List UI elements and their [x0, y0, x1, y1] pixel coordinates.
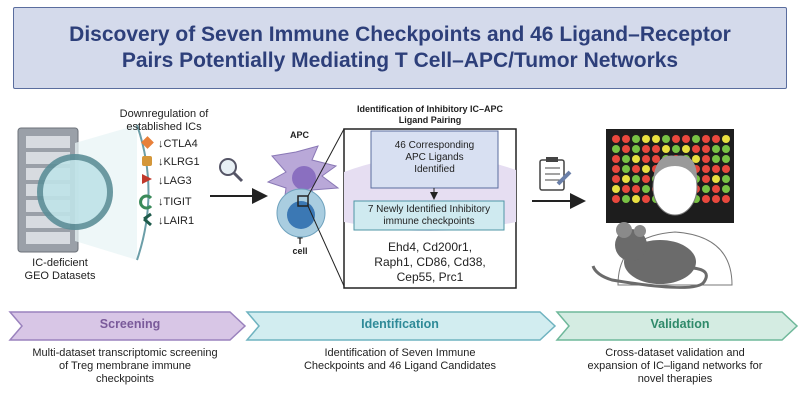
heatmap-cell	[632, 135, 640, 143]
heatmap-cell	[622, 145, 630, 153]
heatmap-cell	[662, 145, 670, 153]
heatmap-cell	[642, 145, 650, 153]
heatmap-cell	[622, 175, 630, 183]
heatmap-cell	[722, 165, 730, 173]
heatmap-cell	[622, 135, 630, 143]
downregulation-label: Downregulation of established ICs	[119, 108, 209, 133]
stage-label-validation: Validation	[650, 317, 710, 331]
heatmap-cell	[612, 145, 620, 153]
heatmap-cell	[702, 135, 710, 143]
heatmap-cell	[722, 145, 730, 153]
heatmap-cell	[712, 195, 720, 203]
ic-item-tigit: ↓TIGIT	[158, 196, 192, 208]
heatmap-cell	[622, 185, 630, 193]
heatmap-cell	[662, 135, 670, 143]
heatmap-cell	[682, 135, 690, 143]
zoom-square	[297, 195, 309, 207]
ligands-text: 46 Corresponding APC Ligands Identified	[394, 140, 475, 175]
title-line-2: Pairs Potentially Mediating T Cell–APC/T…	[121, 49, 679, 72]
heatmap-cell	[702, 155, 710, 163]
clipboard-icon	[539, 157, 572, 191]
heatmap-cell	[702, 195, 710, 203]
apc-label: APC	[290, 130, 310, 140]
checkpoints-text: 7 Newly Identified Inhibitory immune che…	[367, 204, 491, 227]
heatmap-cell	[642, 135, 650, 143]
heatmap-cell	[702, 165, 710, 173]
ic-item-ctla4: ↓CTLA4	[158, 138, 198, 150]
heatmap-cell	[712, 135, 720, 143]
heatmap-cell	[722, 175, 730, 183]
heatmap-cell	[682, 145, 690, 153]
heatmap-cell	[722, 135, 730, 143]
heatmap-cell	[652, 145, 660, 153]
apc-nucleus	[292, 166, 316, 190]
heatmap-cell	[622, 165, 630, 173]
heatmap-cell	[612, 155, 620, 163]
heatmap-cell	[642, 185, 650, 193]
title-line-1: Discovery of Seven Immune Checkpoints an…	[69, 23, 731, 46]
dataset-label: IC-deficient GEO Datasets	[24, 257, 96, 282]
heatmap-cell	[712, 165, 720, 173]
heatmap-cell	[712, 155, 720, 163]
heatmap-cell	[702, 145, 710, 153]
checkpoints-box	[353, 200, 505, 231]
heatmap-cell	[692, 155, 700, 163]
identification-description: Identification of Seven Immune Checkpoin…	[303, 347, 497, 372]
heatmap-cell	[612, 175, 620, 183]
validation-description: Cross-dataset validation and expansion o…	[587, 347, 763, 385]
heatmap-cell	[722, 195, 730, 203]
search-magnifier-icon	[219, 158, 244, 183]
heatmap-cell	[692, 135, 700, 143]
heatmap-cell	[672, 135, 680, 143]
identification-chevron	[245, 311, 557, 341]
heatmap-cell	[722, 185, 730, 193]
heatmap-cell	[632, 195, 640, 203]
heatmap-cell	[612, 135, 620, 143]
gene-list: Ehd4, Cd200r1, Raph1, CD86, Cd38, Cep55,…	[374, 240, 486, 284]
ic-symbol-icons	[139, 136, 154, 227]
heatmap-cell	[642, 195, 650, 203]
heatmap-cell	[632, 145, 640, 153]
heatmap-cell	[702, 185, 710, 193]
heatmap-cell	[692, 145, 700, 153]
ligands-box	[370, 130, 499, 189]
screening-description: Multi-dataset transcriptomic screening o…	[32, 347, 218, 385]
ic-item-lag3: ↓LAG3	[158, 175, 192, 187]
ic-item-klrg1: ↓KLRG1	[158, 156, 200, 168]
heatmap-cell	[612, 185, 620, 193]
t-cell-nucleus	[287, 201, 315, 229]
heatmap-cell	[712, 185, 720, 193]
validation-chevron	[555, 311, 799, 341]
t-cell-label: T cell	[292, 236, 308, 256]
heatmap-cell	[652, 135, 660, 143]
stage-label-identification: Identification	[361, 317, 439, 331]
magnifier-zoom-icon	[37, 124, 150, 261]
heatmap-cell	[722, 155, 730, 163]
title-banner: Discovery of Seven Immune Checkpoints an…	[13, 7, 787, 89]
heatmap-cell	[642, 175, 650, 183]
heatmap-cell	[652, 155, 660, 163]
heatmap-cell	[712, 175, 720, 183]
heatmap-cell	[622, 195, 630, 203]
heatmap-cell	[672, 145, 680, 153]
screening-chevron	[8, 311, 247, 341]
heatmap-cell	[632, 165, 640, 173]
stage-label-screening: Screening	[99, 317, 161, 331]
panel-header: Identification of Inhibitory IC–APC Liga…	[357, 104, 503, 125]
heatmap-cell	[632, 185, 640, 193]
heatmap-cell	[642, 155, 650, 163]
heatmap-cell	[612, 195, 620, 203]
mouse-icon	[591, 222, 708, 289]
heatmap-cell	[612, 165, 620, 173]
heatmap-cell	[632, 175, 640, 183]
heatmap-cell	[632, 155, 640, 163]
heatmap-cell	[702, 175, 710, 183]
heatmap-cell	[622, 155, 630, 163]
ic-item-lair1: ↓LAIR1	[158, 215, 195, 227]
heatmap-cell	[712, 145, 720, 153]
heatmap-cell	[642, 165, 650, 173]
